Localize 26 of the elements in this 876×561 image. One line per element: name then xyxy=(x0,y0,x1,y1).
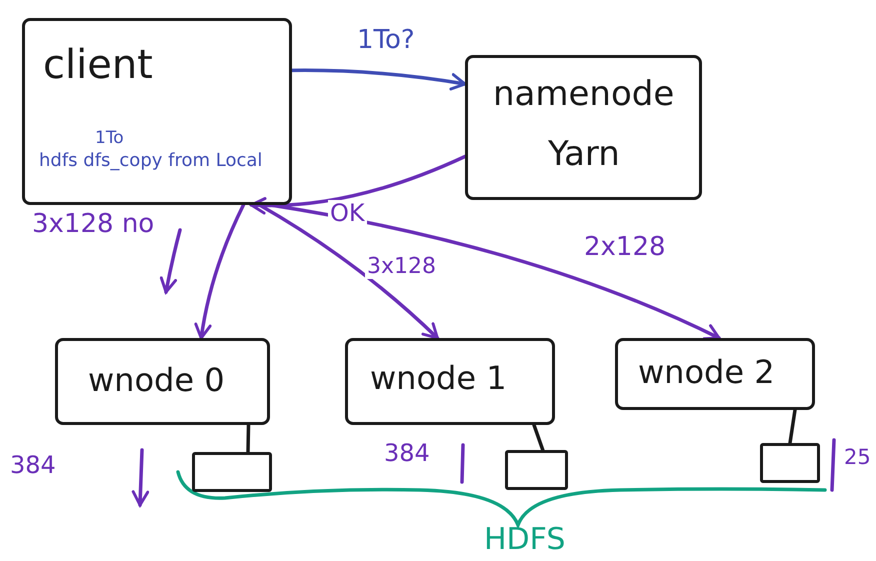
box-title: client xyxy=(43,43,153,87)
annotation-text: 3x128 no xyxy=(31,210,156,239)
box-title: wnode 2 xyxy=(638,355,775,390)
box-note: 1To xyxy=(95,129,124,148)
annotation-text: 25 xyxy=(843,446,872,470)
box-title: wnode 1 xyxy=(370,361,507,396)
arrow xyxy=(290,68,467,91)
box-title: namenode xyxy=(493,76,674,114)
arrow xyxy=(268,203,721,340)
group-label: HDFS xyxy=(483,523,566,556)
connector-line xyxy=(788,408,797,445)
box-title: wnode 0 xyxy=(88,363,225,398)
worker-node-box xyxy=(615,338,815,410)
annotation-text: 384 xyxy=(9,452,57,478)
box-subtitle: Yarn xyxy=(548,136,620,174)
arrow xyxy=(194,203,246,340)
annotation-text: 384 xyxy=(383,440,431,466)
edge-label: OK xyxy=(328,200,367,226)
namenode-box xyxy=(465,55,702,200)
worker-node-box xyxy=(345,338,555,425)
connector-line xyxy=(246,423,250,454)
arrow xyxy=(250,154,467,214)
connector-line xyxy=(532,423,545,452)
worker-node-box xyxy=(55,338,270,425)
command-text: hdfs dfs_copy from Local xyxy=(39,151,262,171)
client-box xyxy=(22,18,292,205)
